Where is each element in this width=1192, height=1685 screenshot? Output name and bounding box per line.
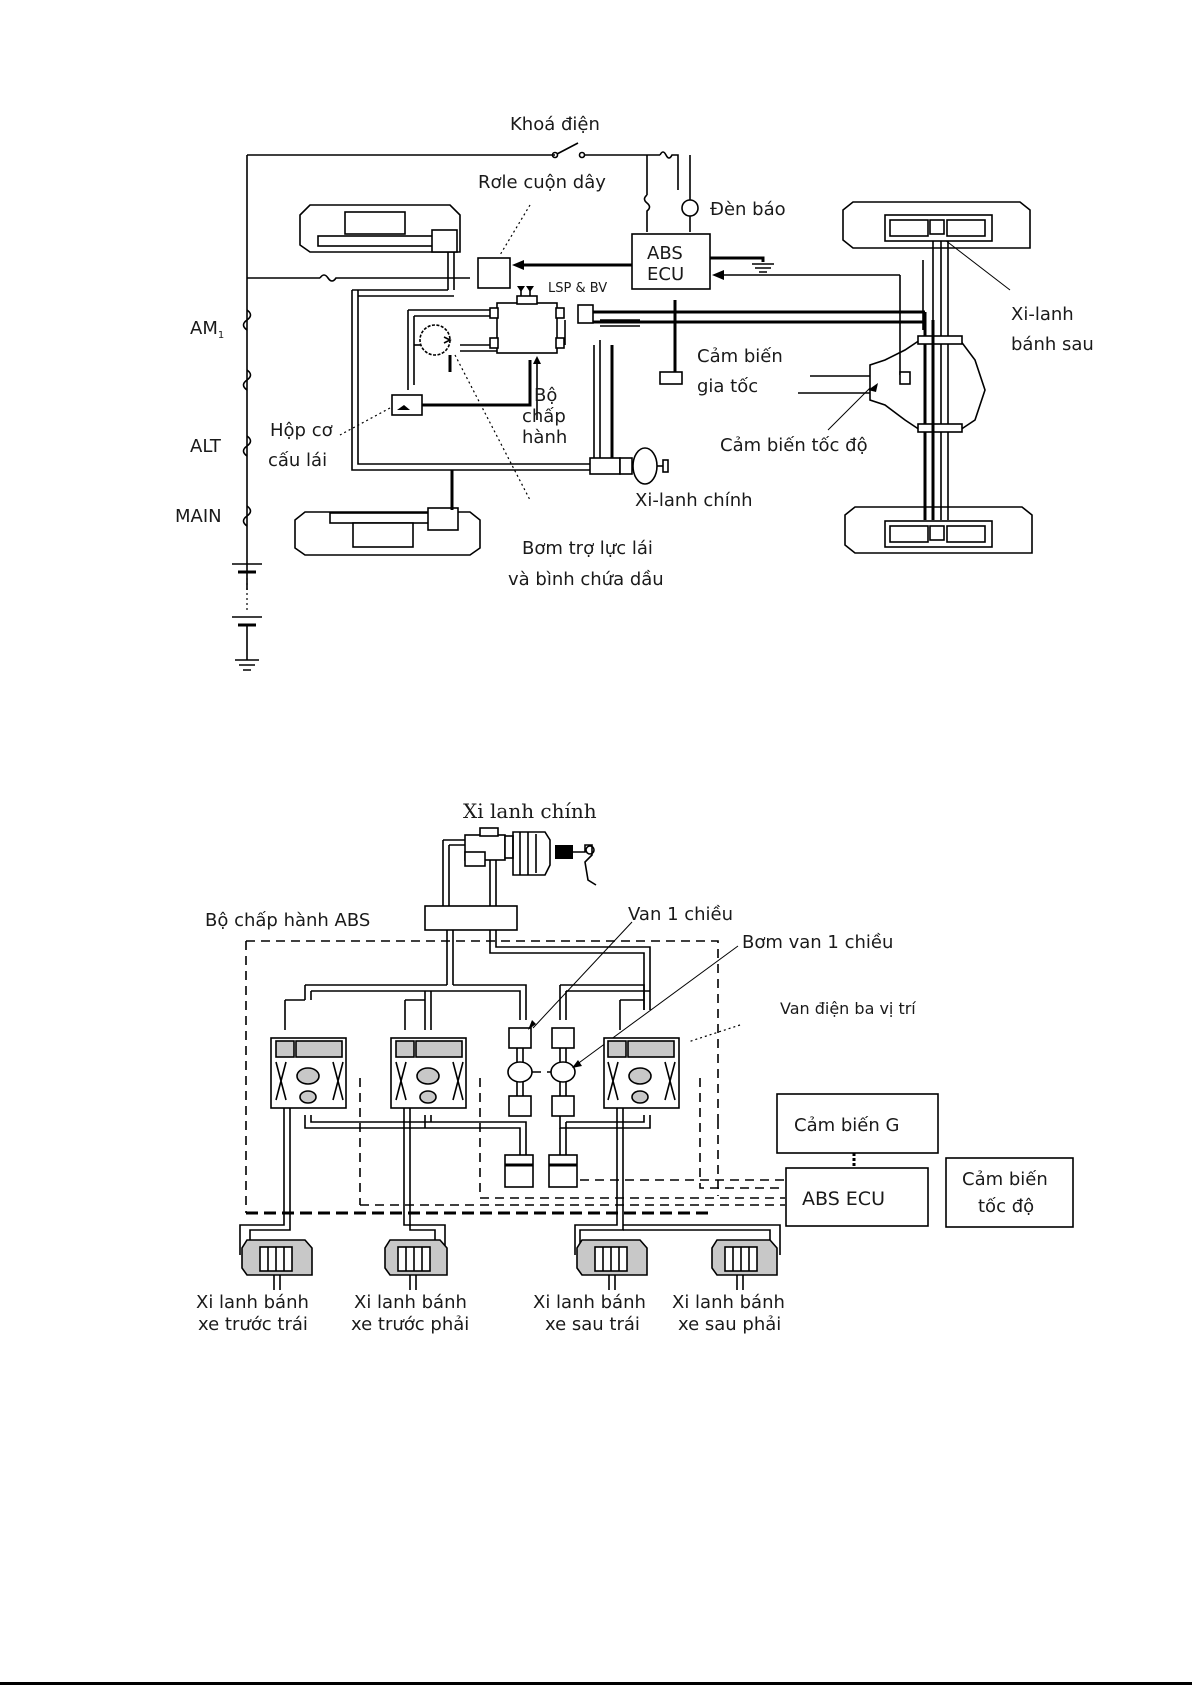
front-left-wheel	[299, 204, 461, 290]
warning-lamp-label: Đèn báo	[710, 199, 786, 220]
master-cylinder	[589, 447, 669, 485]
speed-sensor-box: Cảm biến tốc độ	[945, 1157, 1074, 1228]
fuse-main-label: MAIN	[175, 506, 222, 527]
rear-wheel-bottom	[844, 506, 1033, 554]
lsp-bv-label: LSP & BV	[548, 281, 607, 296]
fuse-alt-label: ALT	[190, 436, 222, 457]
arrow-icon	[712, 270, 724, 280]
solenoid-valve-2	[390, 1037, 481, 1198]
wheel-cylinder-label-fl-line2: xe trước trái	[198, 1314, 308, 1335]
pump-label-line1: Bơm trợ lực lái	[522, 538, 653, 559]
rear-axle	[798, 215, 1011, 520]
rear-wheel-top	[842, 201, 1031, 249]
abs-ecu-label-line2: ECU	[647, 264, 684, 285]
rear-wheel-cylinder-label-line1: Xi-lanh	[1011, 304, 1074, 325]
g-sensor-block	[659, 371, 683, 385]
check-valve-pump-icon	[507, 1061, 533, 1083]
abs-actuator-header-box	[424, 905, 518, 931]
page-bottom-rule	[0, 1682, 1192, 1685]
ground-icon	[752, 263, 774, 273]
wheel-cylinder-label-rl-line1: Xi lanh bánh	[533, 1292, 646, 1313]
actuator-label-line1: Bộ	[534, 385, 557, 406]
wheel-cylinder-front-right	[384, 1239, 448, 1290]
abs-ecu-box: ABS ECU	[631, 233, 901, 375]
fuse-am1-label: AM1	[190, 318, 224, 341]
ignition-switch-label: Khoá điện	[510, 114, 600, 135]
check-valve-icon	[508, 1027, 532, 1049]
master-cylinder-label: Xi-lanh chính	[635, 490, 753, 511]
abs-ecu-box-2: ABS ECU	[785, 1167, 929, 1227]
steering-gear-label-line2: cấu lái	[268, 450, 327, 471]
power-steering-pump	[419, 324, 531, 501]
abs-hydraulic-diagram: Cảm biến G ABS ECU Cảm biến tốc độ	[196, 799, 1074, 1335]
wheel-cylinder-label-rr-line1: Xi lanh bánh	[672, 1292, 785, 1313]
check-valves	[504, 921, 741, 1188]
abs-ecu-label-line1: ABS	[647, 243, 683, 264]
abs-layout-diagram: ABS ECU	[175, 114, 1094, 671]
g-sensor-label: Cảm biến G	[794, 1115, 899, 1136]
abs-actuator-label: Bộ chấp hành ABS	[205, 910, 370, 931]
actuator-boundary	[246, 940, 719, 1120]
speed-sensor-label-line2: tốc độ	[978, 1196, 1034, 1217]
abs-actuator-block	[489, 286, 594, 420]
ignition-switch-contact	[551, 151, 559, 159]
rear-wheel-cylinder-label-line2: bánh sau	[1011, 334, 1094, 355]
power-wiring	[232, 142, 699, 671]
wheel-cylinder-rear-left	[576, 1239, 648, 1290]
master-cylinder-title: Xi lanh chính	[463, 799, 597, 823]
warning-lamp-icon	[681, 199, 699, 217]
pump-label-line2: và bình chứa dầu	[508, 569, 664, 590]
actuator-label-line2: chấp	[522, 406, 566, 427]
coil-relay	[477, 204, 632, 289]
wheel-cylinder-label-fl-line1: Xi lanh bánh	[196, 1292, 309, 1313]
battery-icon	[232, 563, 262, 671]
front-right-wheel	[294, 507, 481, 556]
speed-sensor-label: Cảm biến tốc độ	[720, 435, 868, 456]
fuse-main-icon	[242, 505, 252, 527]
reservoir-icon	[504, 1154, 534, 1188]
solenoid-valve-1	[270, 1037, 361, 1205]
wheel-cylinder-label-fr-line1: Xi lanh bánh	[354, 1292, 467, 1313]
coil-relay-label: Rơle cuộn dây	[478, 172, 606, 193]
master-cylinder-assembly	[442, 827, 597, 910]
check-valve-pump-label: Bơm van 1 chiều	[742, 932, 893, 953]
wheel-cylinder-label-rr-line2: xe sau phải	[678, 1314, 781, 1335]
g-sensor-box: Cảm biến G	[776, 1093, 939, 1154]
wheel-cylinder-front-left	[241, 1239, 313, 1290]
wheel-cylinder-rear-right	[711, 1239, 778, 1290]
three-position-valve-label: Van điện ba vị trí	[780, 999, 916, 1018]
fuse-am1-icon	[242, 309, 252, 331]
steering-gear-label-line1: Hộp cơ	[270, 420, 333, 441]
accel-sensor-label-line2: gia tốc	[697, 376, 758, 397]
accel-sensor-label-line1: Cảm biến	[697, 346, 783, 367]
steering-gear-box	[339, 394, 423, 436]
speed-sensor-label-line1: Cảm biến	[962, 1169, 1048, 1190]
check-valve-label: Van 1 chiều	[628, 904, 733, 925]
wheel-cylinder-label-rl-line2: xe sau trái	[545, 1314, 640, 1335]
fuse-alt-icon	[242, 435, 252, 457]
abs-ecu-label: ABS ECU	[802, 1188, 885, 1210]
actuator-label-line3: hành	[522, 427, 567, 448]
wheel-cylinder-label-fr-line2: xe trước phải	[351, 1314, 469, 1335]
solenoid-valve-3	[603, 1037, 785, 1189]
